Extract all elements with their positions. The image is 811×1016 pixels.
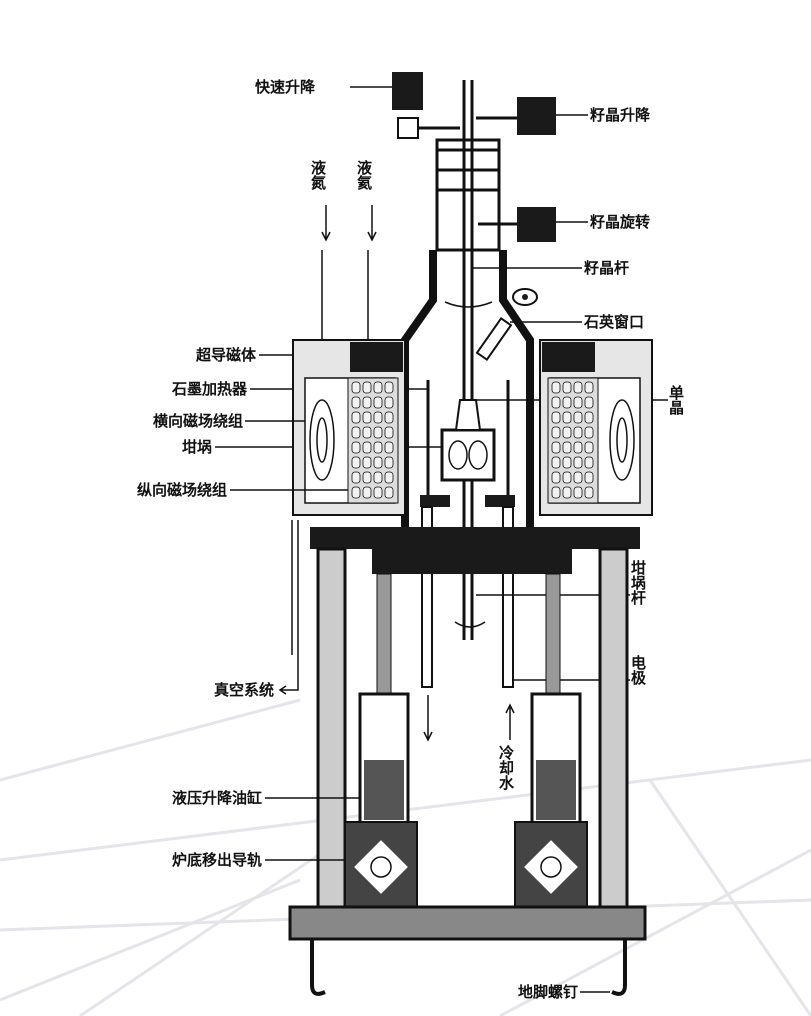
furnace-body: [215, 250, 668, 688]
coil-turn: [573, 396, 583, 409]
coil-turn: [551, 456, 561, 469]
coil-turn: [584, 456, 594, 469]
coil-turn: [584, 396, 594, 409]
coil-turn: [373, 396, 383, 409]
coil-turn: [573, 456, 583, 469]
coil-turn: [351, 486, 361, 499]
label-fast-lift: 快速升降: [255, 78, 316, 96]
coil-turn: [562, 456, 572, 469]
coil-turn: [384, 486, 394, 499]
coil-turn: [562, 396, 572, 409]
coil-turn: [373, 426, 383, 439]
label-crucible-rod: 坩埚杆: [629, 559, 647, 606]
coil-turn: [351, 456, 361, 469]
coil-turn: [562, 426, 572, 439]
coil-turn: [551, 486, 561, 499]
coil-turn: [362, 441, 372, 454]
label-liquid-nitrogen: 液氮: [309, 159, 327, 191]
label-cooling-water: 冷却水: [497, 744, 515, 791]
coil-turn: [351, 381, 361, 394]
coil-turn: [584, 441, 594, 454]
label-crucible: 坩埚: [182, 438, 212, 456]
coil-turn: [573, 441, 583, 454]
coil-turn: [384, 396, 394, 409]
label-bottom-rail: 炉底移出导轨: [172, 851, 262, 869]
coil-turn: [573, 411, 583, 424]
frame: [265, 301, 647, 996]
coil-turn: [584, 381, 594, 394]
seed-rotation-unit: [478, 207, 588, 242]
label-seed-lift: 籽晶升降: [590, 106, 651, 124]
winding-coils: [351, 381, 594, 499]
label-graphite-heater: 石墨加热器: [171, 380, 248, 398]
coil-turn: [562, 486, 572, 499]
coil-turn: [362, 486, 372, 499]
label-single-crystal: 单晶: [667, 384, 685, 416]
coil-turn: [384, 411, 394, 424]
coil-turn: [373, 411, 383, 424]
coil-turn: [584, 486, 594, 499]
coil-turn: [384, 441, 394, 454]
coil-turn: [362, 471, 372, 484]
coil-turn: [573, 486, 583, 499]
cryogen-pipes: [321, 205, 377, 340]
coil-turn: [584, 471, 594, 484]
coil-turn: [551, 396, 561, 409]
coil-turn: [562, 381, 572, 394]
label-longitudinal-winding: 纵向磁场绕组: [137, 481, 227, 499]
coil-turn: [362, 381, 372, 394]
coil-turn: [373, 486, 383, 499]
label-anchor-bolt: 地脚螺钉: [518, 983, 578, 1001]
seed-lift-unit: [476, 97, 588, 135]
coil-turn: [573, 426, 583, 439]
fast-lift-unit: [350, 72, 460, 139]
coil-turn: [351, 411, 361, 424]
coil-turn: [351, 471, 361, 484]
coil-turn: [362, 456, 372, 469]
coil-turn: [362, 396, 372, 409]
coil-turn: [551, 411, 561, 424]
coil-turn: [384, 426, 394, 439]
coil-turn: [551, 426, 561, 439]
label-quartz-window: 石英窗口: [583, 313, 644, 331]
label-liquid-helium: 液氦: [355, 159, 373, 191]
coil-turn: [551, 471, 561, 484]
coil-turn: [373, 441, 383, 454]
label-vacuum-system: 真空系统: [214, 681, 274, 699]
coil-turn: [351, 396, 361, 409]
coil-turn: [562, 441, 572, 454]
coil-turn: [551, 441, 561, 454]
label-hydraulic-cylinder: 液压升降油缸: [172, 789, 262, 807]
coil-turn: [351, 426, 361, 439]
coil-turn: [573, 471, 583, 484]
label-seed-rotation: 籽晶旋转: [590, 213, 650, 231]
label-seed-rod: 籽晶杆: [584, 259, 629, 277]
coil-turn: [373, 381, 383, 394]
coil-turn: [362, 426, 372, 439]
coil-turn: [562, 411, 572, 424]
coil-turn: [384, 381, 394, 394]
coil-turn: [562, 471, 572, 484]
coil-turn: [373, 471, 383, 484]
coil-turn: [584, 426, 594, 439]
label-electrode: 电极: [629, 654, 647, 686]
labels: 快速升降 籽晶升降 籽晶旋转 籽晶杆 石英窗口 液氮 液氦 超导磁体 石墨加热器…: [137, 78, 685, 1001]
coil-turn: [351, 441, 361, 454]
coil-turn: [384, 456, 394, 469]
coil-turn: [573, 381, 583, 394]
coil-turn: [373, 456, 383, 469]
coil-turn: [362, 411, 372, 424]
coil-turn: [584, 411, 594, 424]
label-transverse-winding: 横向磁场绕组: [153, 412, 243, 430]
coil-turn: [384, 471, 394, 484]
coil-turn: [551, 381, 561, 394]
label-superconducting-magnet: 超导磁体: [195, 346, 257, 364]
